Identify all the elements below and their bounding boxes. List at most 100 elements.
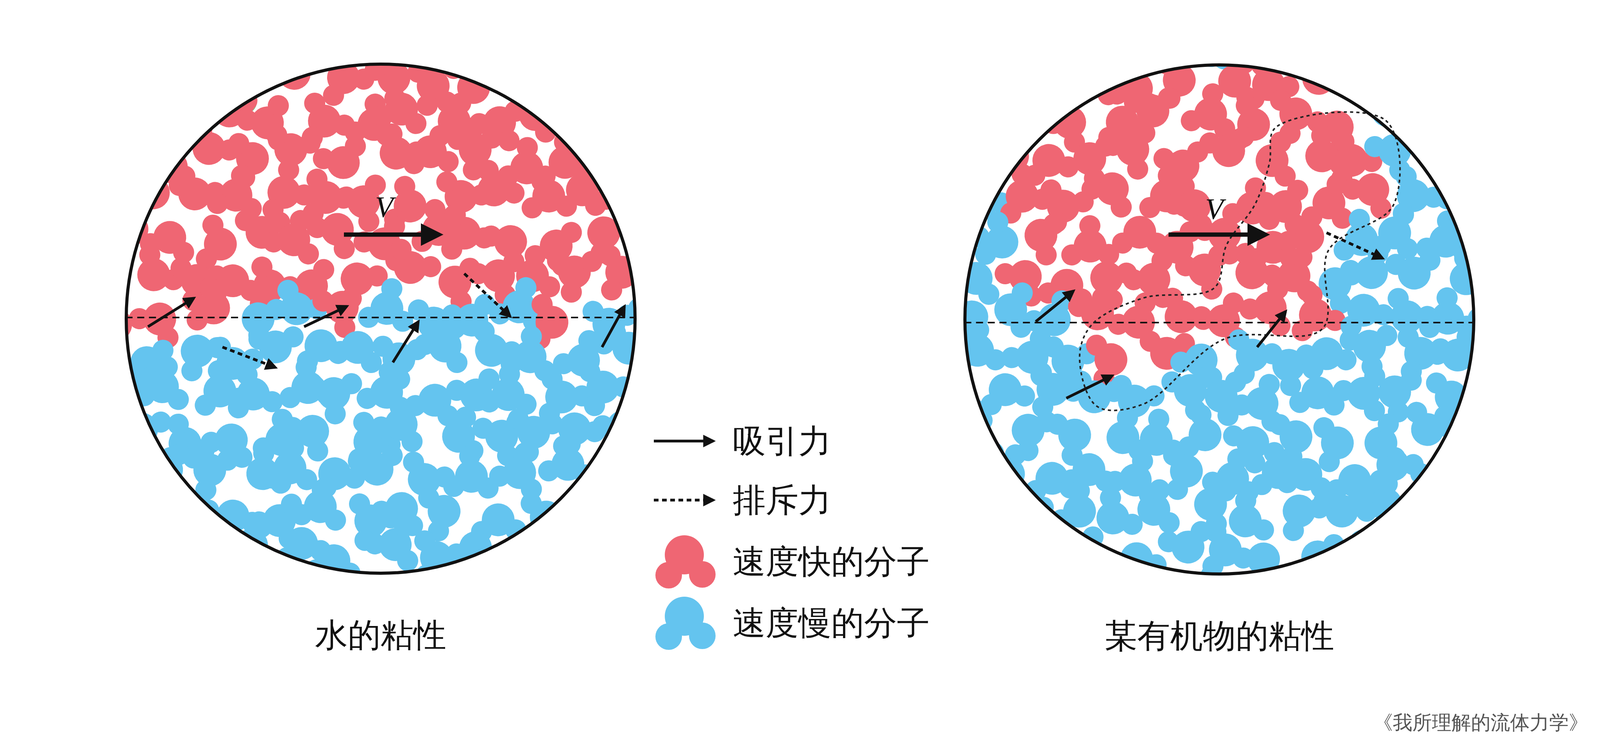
molecule	[90, 549, 140, 607]
molecule	[1460, 136, 1524, 194]
molecule	[1036, 13, 1087, 72]
molecule	[1364, 533, 1422, 596]
molecule	[59, 471, 128, 540]
molecule	[1427, 481, 1484, 541]
molecule	[112, 157, 181, 223]
dashed-arrow-sample	[650, 470, 722, 530]
repulsion-arrow	[464, 273, 511, 317]
molecule	[1174, 13, 1224, 71]
molecule	[1083, 7, 1153, 74]
molecule	[1449, 435, 1517, 505]
molecule-swatch	[650, 593, 722, 652]
molecule	[1195, 117, 1257, 172]
circle-outline	[125, 63, 636, 574]
molecule	[158, 558, 223, 617]
molecule	[172, 272, 241, 342]
molecule	[261, 436, 318, 490]
molecule	[953, 88, 1024, 157]
molecule	[1016, 48, 1079, 115]
molecule	[88, 433, 157, 502]
molecule	[162, 152, 230, 222]
caption: 某有机物的粘性	[1104, 616, 1335, 655]
molecule	[913, 166, 981, 235]
molecule	[961, 486, 1017, 534]
molecule	[971, 441, 1035, 498]
molecule	[289, 472, 351, 532]
molecule	[109, 402, 174, 464]
molecule	[578, 43, 646, 112]
legend-text: 排斥力	[732, 481, 832, 520]
molecule	[605, 496, 652, 551]
molecule	[77, 75, 146, 143]
molecule	[134, 50, 203, 120]
molecule	[288, 6, 355, 76]
molecule	[1433, 557, 1502, 627]
molecule	[411, 316, 471, 378]
molecule	[607, 116, 682, 191]
molecule	[1448, 508, 1526, 585]
interface-line	[964, 321, 1475, 324]
solid-arrow-sample	[650, 411, 722, 471]
molecule	[1131, 315, 1199, 378]
molecule	[73, 246, 134, 305]
watermark: 《我所理解的流体力学》	[1373, 709, 1589, 736]
molecule	[567, 561, 630, 628]
molecule	[557, 491, 622, 549]
repulsion-arrow	[1326, 232, 1383, 258]
molecule	[1278, 277, 1349, 346]
molecule	[162, 487, 232, 555]
molecule	[610, 45, 677, 115]
molecule	[1463, 361, 1531, 425]
molecule	[93, 118, 160, 183]
molecule	[112, 88, 175, 156]
molecule	[66, 155, 133, 217]
molecule	[965, 36, 1034, 106]
molecule	[166, 511, 234, 574]
molecule	[591, 85, 660, 154]
molecule	[192, 6, 258, 75]
molecule	[1404, 435, 1482, 512]
molecule	[939, 145, 998, 196]
molecule	[379, 0, 452, 71]
molecule	[1335, 560, 1401, 620]
molecule	[951, 558, 1021, 626]
molecule	[301, 535, 369, 599]
molecule	[584, 442, 652, 507]
velocity-label: V	[375, 189, 394, 224]
molecule	[1333, 46, 1401, 111]
molecule	[576, 353, 638, 418]
molecule-field	[896, 0, 1532, 635]
legend-row: 速度慢的分子	[650, 593, 930, 652]
attraction-arrow	[1066, 375, 1112, 398]
molecule	[479, 32, 547, 97]
legend-row: 速度快的分子	[650, 531, 930, 591]
molecule	[1365, 75, 1419, 136]
molecule	[96, 53, 149, 113]
molecule	[597, 119, 644, 175]
molecule	[927, 368, 991, 434]
molecule	[616, 434, 686, 501]
molecule	[1381, 8, 1458, 85]
molecule-swatch	[650, 531, 722, 591]
molecule	[1310, 0, 1369, 62]
cluster-outline	[1079, 111, 1400, 410]
molecule	[1426, 517, 1491, 578]
molecule	[150, 531, 215, 590]
molecule	[58, 16, 125, 85]
molecule	[262, 44, 319, 92]
molecule	[1377, 552, 1448, 622]
circle-outline	[964, 64, 1475, 575]
molecule	[960, 22, 1024, 79]
molecule	[582, 8, 651, 74]
caption: 水的粘性	[314, 615, 447, 654]
molecule	[160, 96, 217, 145]
molecule	[205, 161, 267, 221]
molecule	[162, 13, 208, 69]
molecule	[1290, 522, 1359, 592]
molecule	[1373, 155, 1449, 230]
molecule	[529, 46, 591, 113]
molecule	[182, 447, 239, 502]
molecule	[546, 248, 604, 303]
molecule	[545, 12, 615, 80]
molecule	[361, 514, 421, 577]
